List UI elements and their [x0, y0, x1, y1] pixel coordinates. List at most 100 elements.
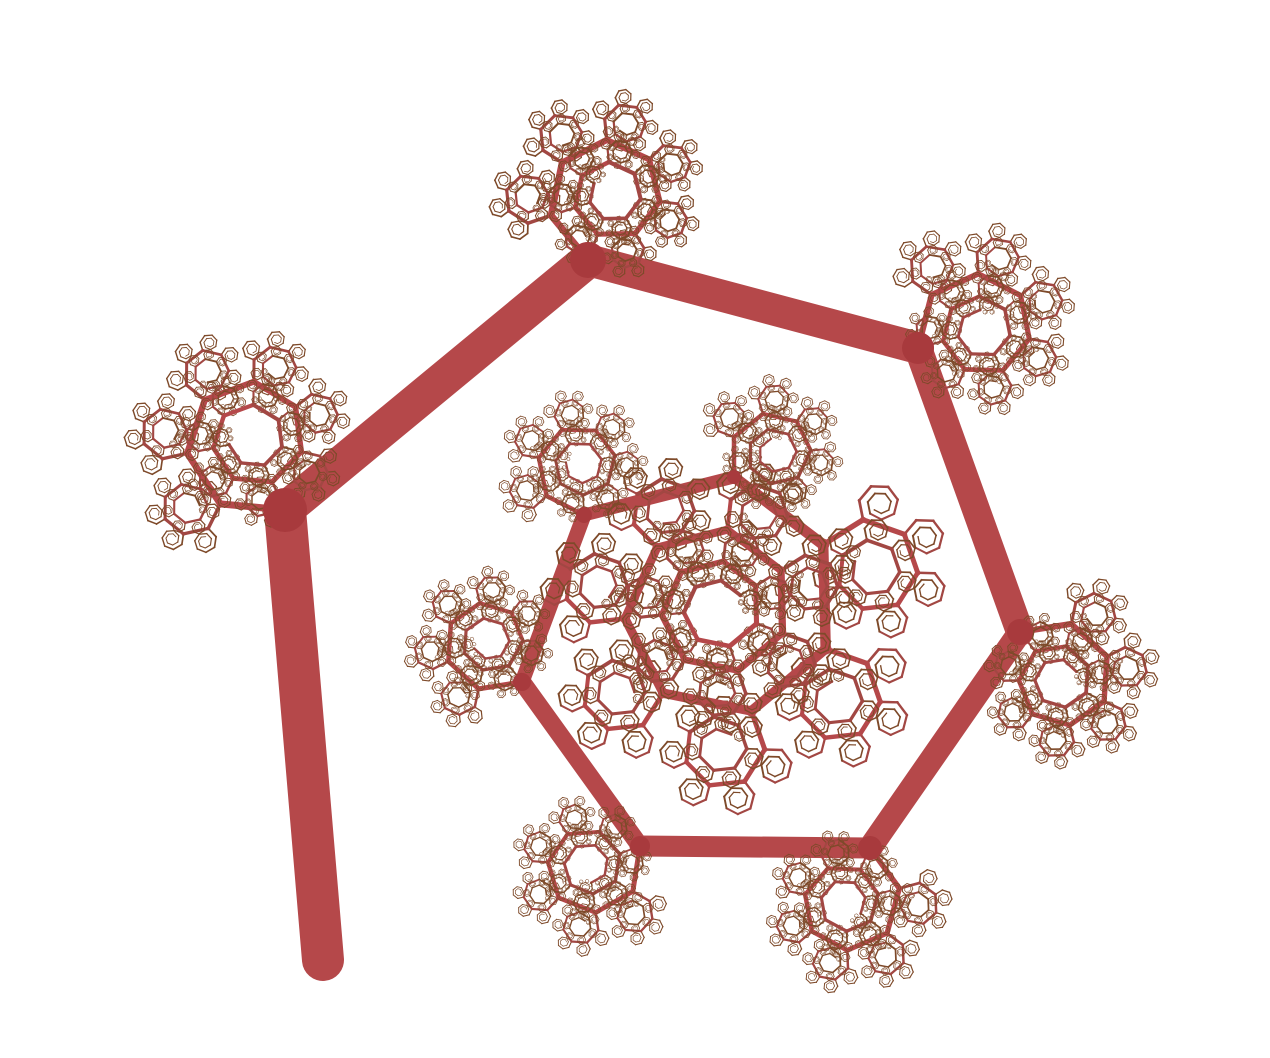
- twig-segment: [591, 532, 601, 544]
- twig-segment: [627, 740, 630, 749]
- twig-segment: [749, 572, 753, 575]
- twig-segment: [876, 606, 885, 612]
- twig-segment: [685, 794, 694, 800]
- twig-segment: [697, 731, 703, 736]
- twig-segment: [610, 570, 618, 587]
- twig-segment: [663, 550, 666, 557]
- twig-segment: [803, 654, 809, 659]
- twig-segment: [675, 458, 684, 468]
- twig-segment: [894, 648, 907, 664]
- twig-segment: [890, 539, 900, 550]
- twig-segment: [683, 499, 688, 502]
- twig-segment: [906, 544, 912, 551]
- twig-segment: [565, 631, 575, 637]
- twig-segment: [630, 510, 634, 520]
- twig-segment: [609, 542, 612, 549]
- twig-segment: [640, 508, 644, 513]
- twig-segment: [691, 558, 694, 561]
- twig-segment: [598, 563, 604, 567]
- twig-segment: [573, 583, 577, 588]
- twig-segment: [636, 562, 639, 569]
- twig-segment: [793, 690, 798, 695]
- twig-segment: [751, 664, 755, 674]
- twig-segment: [880, 512, 896, 521]
- twig-segment: [762, 665, 765, 670]
- twig-segment: [674, 663, 677, 666]
- twig-segment: [932, 519, 945, 535]
- twig-segment: [874, 676, 879, 687]
- twig-segment: [893, 708, 901, 718]
- twig-segment: [705, 683, 709, 686]
- twig-segment: [633, 659, 637, 666]
- twig-segment: [692, 746, 696, 750]
- twig-segment: [716, 652, 723, 656]
- twig-segment: [680, 798, 695, 807]
- twig-segment: [827, 718, 852, 725]
- main-branch: [904, 334, 1034, 646]
- twig-segment: [723, 656, 726, 658]
- twig-segment: [877, 533, 883, 537]
- twig-segment: [676, 467, 679, 474]
- twig-segment: [723, 795, 728, 810]
- twig-segment: [691, 709, 696, 716]
- twig-segment: [736, 803, 746, 809]
- twig-segment: [688, 653, 692, 657]
- twig-segment: [578, 605, 583, 610]
- twig-segment: [774, 772, 784, 778]
- twig-segment: [861, 716, 870, 722]
- twig-segment: [788, 709, 798, 715]
- twig-segment: [918, 583, 925, 590]
- twig-segment: [767, 603, 770, 605]
- twig-segment: [575, 693, 579, 701]
- twig-segment: [715, 666, 725, 669]
- twig-segment: [680, 714, 684, 723]
- twig-segment: [852, 676, 865, 703]
- twig-segment: [630, 657, 634, 661]
- twig-segment: [871, 678, 874, 685]
- twig-segment: [847, 723, 853, 730]
- twig-segment: [888, 672, 898, 678]
- twig-segment: [869, 512, 883, 521]
- twig-segment: [584, 564, 586, 569]
- twig-segment: [699, 786, 704, 797]
- twig-segment: [905, 585, 911, 589]
- twig-segment: [696, 544, 700, 546]
- twig-segment: [833, 621, 848, 630]
- twig-segment: [755, 665, 757, 671]
- twig-segment: [889, 724, 899, 730]
- twig-segment: [845, 545, 852, 552]
- twig-segment: [702, 514, 707, 521]
- twig-segment: [621, 739, 626, 753]
- twig-segment: [809, 696, 814, 702]
- twig-segment: [778, 542, 783, 553]
- twig-segment: [749, 574, 755, 578]
- twig-segment: [807, 747, 817, 753]
- twig-segment: [813, 563, 817, 566]
- twig-segment: [635, 553, 644, 563]
- twig-segment: [684, 782, 690, 790]
- twig-segment: [729, 553, 731, 557]
- twig-segment: [876, 708, 886, 719]
- twig-segment: [876, 716, 881, 731]
- twig-segment: [874, 594, 881, 602]
- twig-segment: [689, 527, 694, 530]
- twig-segment: [907, 575, 913, 582]
- twig-segment: [743, 780, 756, 796]
- twig-segment: [794, 579, 797, 583]
- twig-segment: [690, 642, 692, 646]
- twig-segment: [758, 626, 760, 631]
- twig-segment: [672, 761, 688, 769]
- twig-segment: [635, 751, 650, 759]
- twig-segment: [582, 726, 589, 733]
- twig-segment: [807, 750, 823, 759]
- twig-segment: [789, 610, 792, 616]
- twig-segment: [803, 600, 806, 605]
- twig-segment: [920, 595, 929, 601]
- twig-segment: [734, 738, 740, 742]
- twig-segment: [840, 576, 846, 580]
- twig-segment: [743, 518, 748, 521]
- twig-segment: [881, 615, 888, 622]
- twig-segment: [681, 496, 684, 502]
- twig-segment: [838, 735, 847, 741]
- twig-segment: [790, 601, 792, 605]
